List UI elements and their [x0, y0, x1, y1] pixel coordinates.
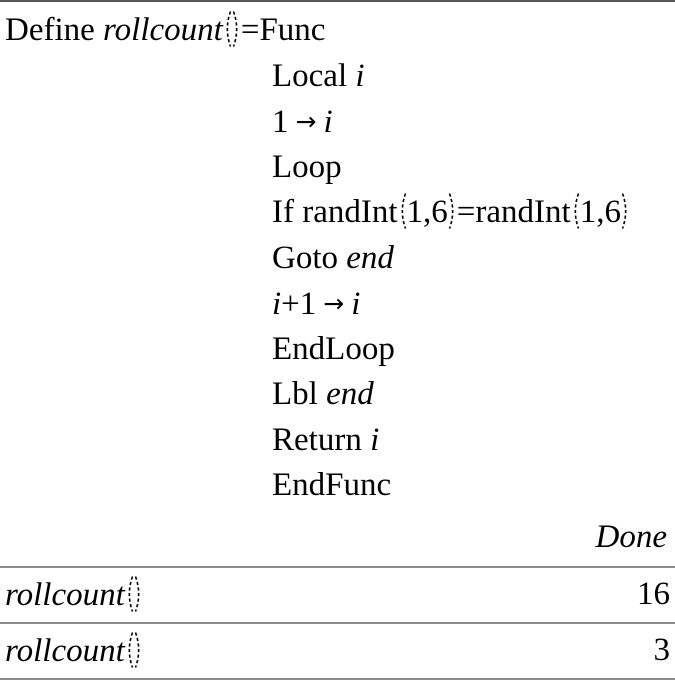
function-name: rollcount	[5, 577, 125, 613]
code-text: end	[346, 239, 394, 276]
expression: rollcount	[5, 631, 143, 670]
code-text: Return	[272, 421, 371, 458]
thin-paren-close-icon	[448, 193, 454, 229]
store-arrow: →	[323, 289, 345, 318]
code-text: Done	[595, 518, 667, 555]
program-line: Goto end	[5, 236, 671, 282]
program-line: Lbl end	[5, 372, 671, 418]
thin-paren-close-icon	[134, 576, 140, 612]
program-line: Local i	[5, 54, 671, 100]
result-value: 3	[653, 632, 671, 668]
code-text: Goto	[272, 239, 347, 276]
thin-paren-open-icon	[128, 576, 134, 612]
thin-paren-open-icon	[401, 193, 406, 229]
entry-separator	[0, 565, 675, 568]
thin-paren-open-icon	[574, 193, 579, 229]
store-arrow: →	[295, 107, 317, 136]
code-text: 1,6	[579, 194, 621, 230]
program-line: Return i	[5, 418, 671, 464]
code-text: Lbl	[272, 376, 327, 412]
code-text: =Func	[240, 12, 326, 48]
code-text: rollcount	[103, 12, 223, 48]
code-text: Define	[5, 12, 104, 48]
code-text: Local	[272, 57, 356, 94]
code-text: If randInt	[272, 194, 398, 230]
thin-paren-open-icon	[128, 632, 134, 668]
program-line: Loop	[5, 145, 671, 191]
program-line: EndFunc	[5, 463, 671, 509]
code-text: end	[326, 376, 374, 412]
history-entry-1[interactable]: rollcount 16	[0, 568, 675, 622]
expression: rollcount	[5, 575, 143, 614]
code-text: 1,6	[406, 194, 448, 230]
code-text: +1	[281, 286, 317, 322]
bottom-separator	[0, 677, 675, 680]
code-text: i	[323, 104, 333, 140]
code-text: EndLoop	[272, 330, 395, 367]
thin-paren-open-icon	[226, 11, 232, 47]
thin-paren-close-icon	[134, 632, 140, 668]
code-text: i	[272, 286, 282, 322]
program-line: Done	[5, 509, 671, 566]
code-text: i	[370, 421, 380, 458]
result-value: 16	[637, 576, 670, 612]
entry-separator	[0, 621, 675, 624]
thin-paren-close-icon	[621, 193, 627, 229]
top-border	[0, 0, 675, 2]
thin-paren-close-icon	[232, 11, 238, 47]
code-text: Loop	[272, 148, 342, 185]
program-line: 1→i	[5, 99, 671, 145]
program-line: EndLoop	[5, 327, 671, 373]
code-text: EndFunc	[272, 467, 392, 503]
program-line: i+1→i	[5, 281, 671, 327]
code-text: =randInt	[456, 194, 571, 230]
history-entry-2[interactable]: rollcount 3	[0, 624, 675, 678]
program-line: Define rollcount =Func	[5, 8, 671, 54]
code-text: i	[355, 57, 365, 94]
code-text: 1	[272, 104, 289, 140]
code-text: i	[351, 286, 361, 322]
function-name: rollcount	[5, 633, 125, 669]
